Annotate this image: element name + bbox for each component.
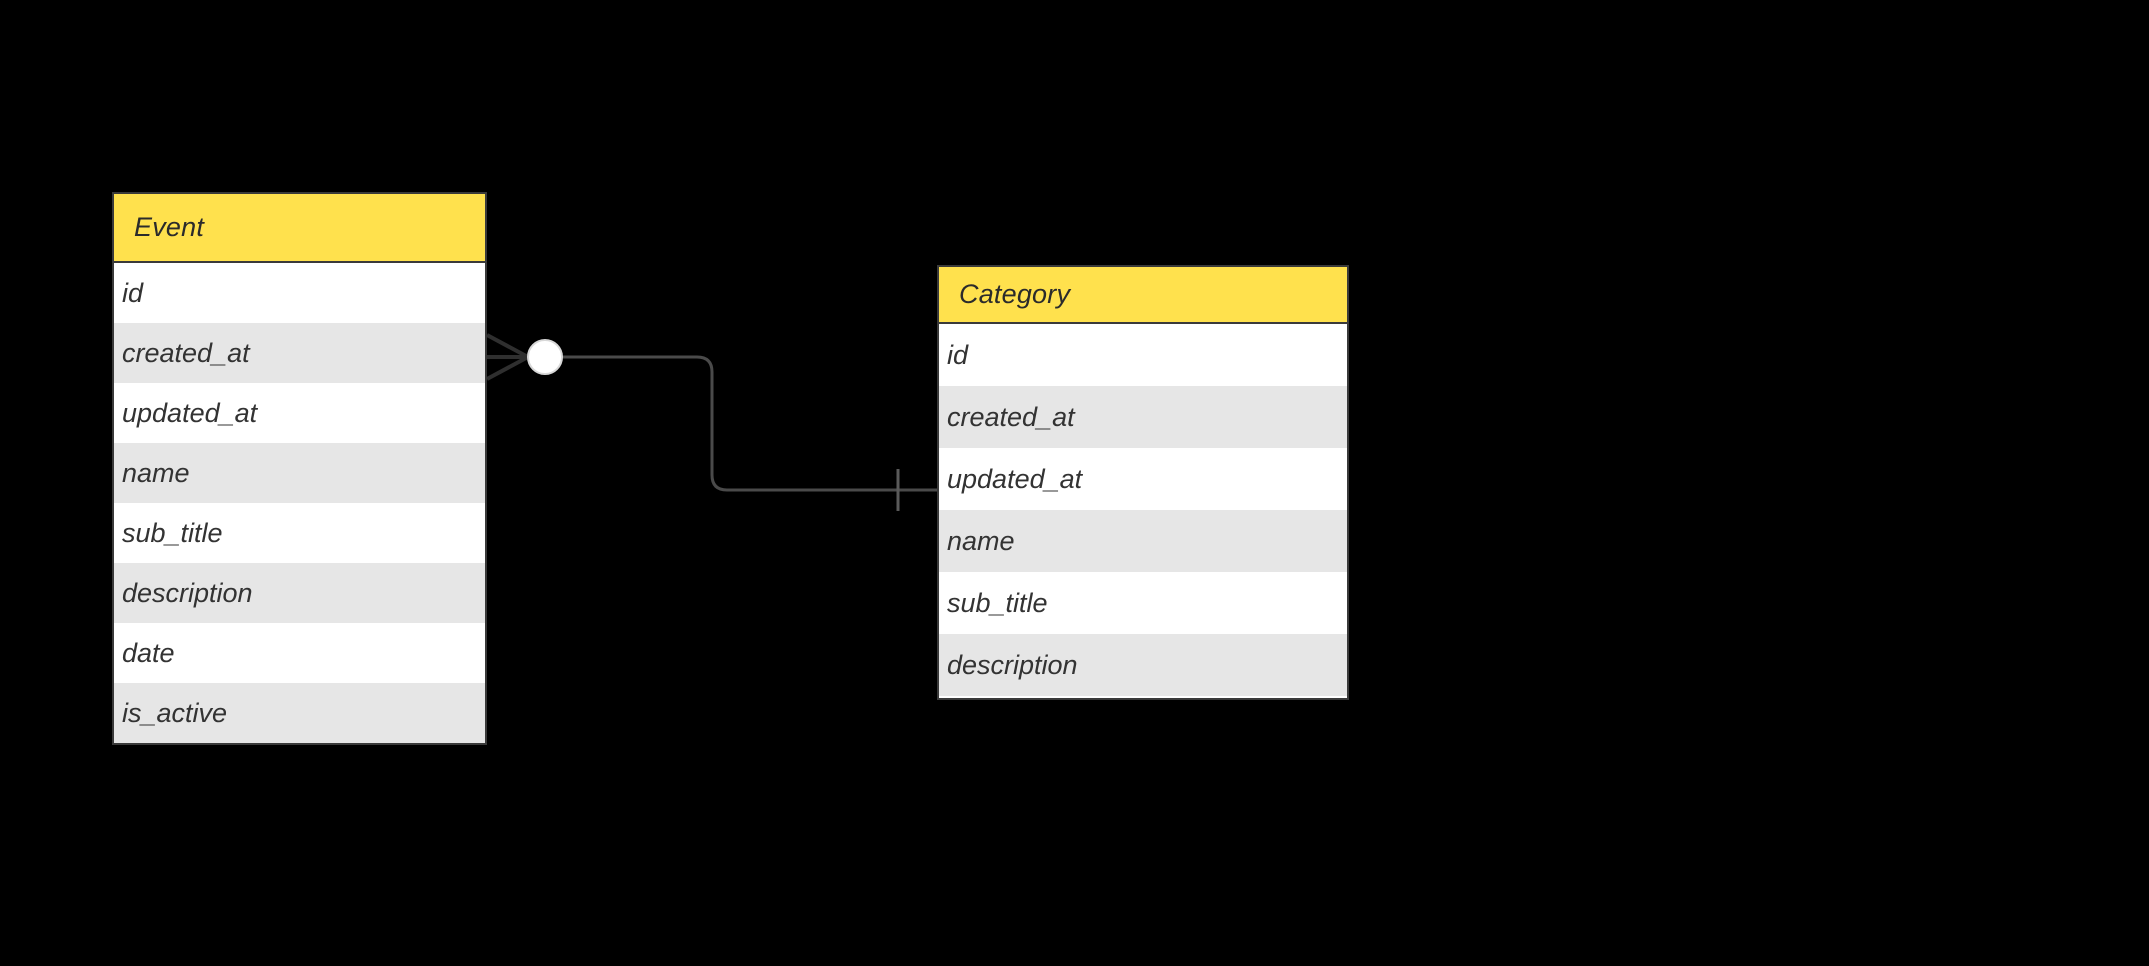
entity-category-field-sub-title[interactable]: sub_title [939, 572, 1347, 634]
entity-event-title: Event [114, 194, 485, 263]
entity-event-field-date[interactable]: date [114, 623, 485, 683]
entity-category[interactable]: Category id created_at updated_at name s… [937, 265, 1349, 700]
entity-event-field-description[interactable]: description [114, 563, 485, 623]
entity-event-field-id[interactable]: id [114, 263, 485, 323]
entity-event-field-created-at[interactable]: created_at [114, 323, 485, 383]
entity-event-field-name[interactable]: name [114, 443, 485, 503]
zero-cardinality-circle [527, 339, 563, 375]
entity-category-field-list: id created_at updated_at name sub_title … [939, 324, 1347, 696]
entity-category-title: Category [939, 267, 1347, 324]
entity-event-field-is-active[interactable]: is_active [114, 683, 485, 743]
relationship-line [545, 355, 937, 492]
entity-category-field-updated-at[interactable]: updated_at [939, 448, 1347, 510]
entity-event-field-updated-at[interactable]: updated_at [114, 383, 485, 443]
entity-event[interactable]: Event id created_at updated_at name sub_… [112, 192, 487, 745]
entity-event-field-list: id created_at updated_at name sub_title … [114, 263, 485, 743]
entity-category-field-name[interactable]: name [939, 510, 1347, 572]
crows-foot-marker [486, 333, 529, 381]
entity-category-field-description[interactable]: description [939, 634, 1347, 696]
entity-category-field-id[interactable]: id [939, 324, 1347, 386]
entity-event-field-sub-title[interactable]: sub_title [114, 503, 485, 563]
entity-category-field-created-at[interactable]: created_at [939, 386, 1347, 448]
